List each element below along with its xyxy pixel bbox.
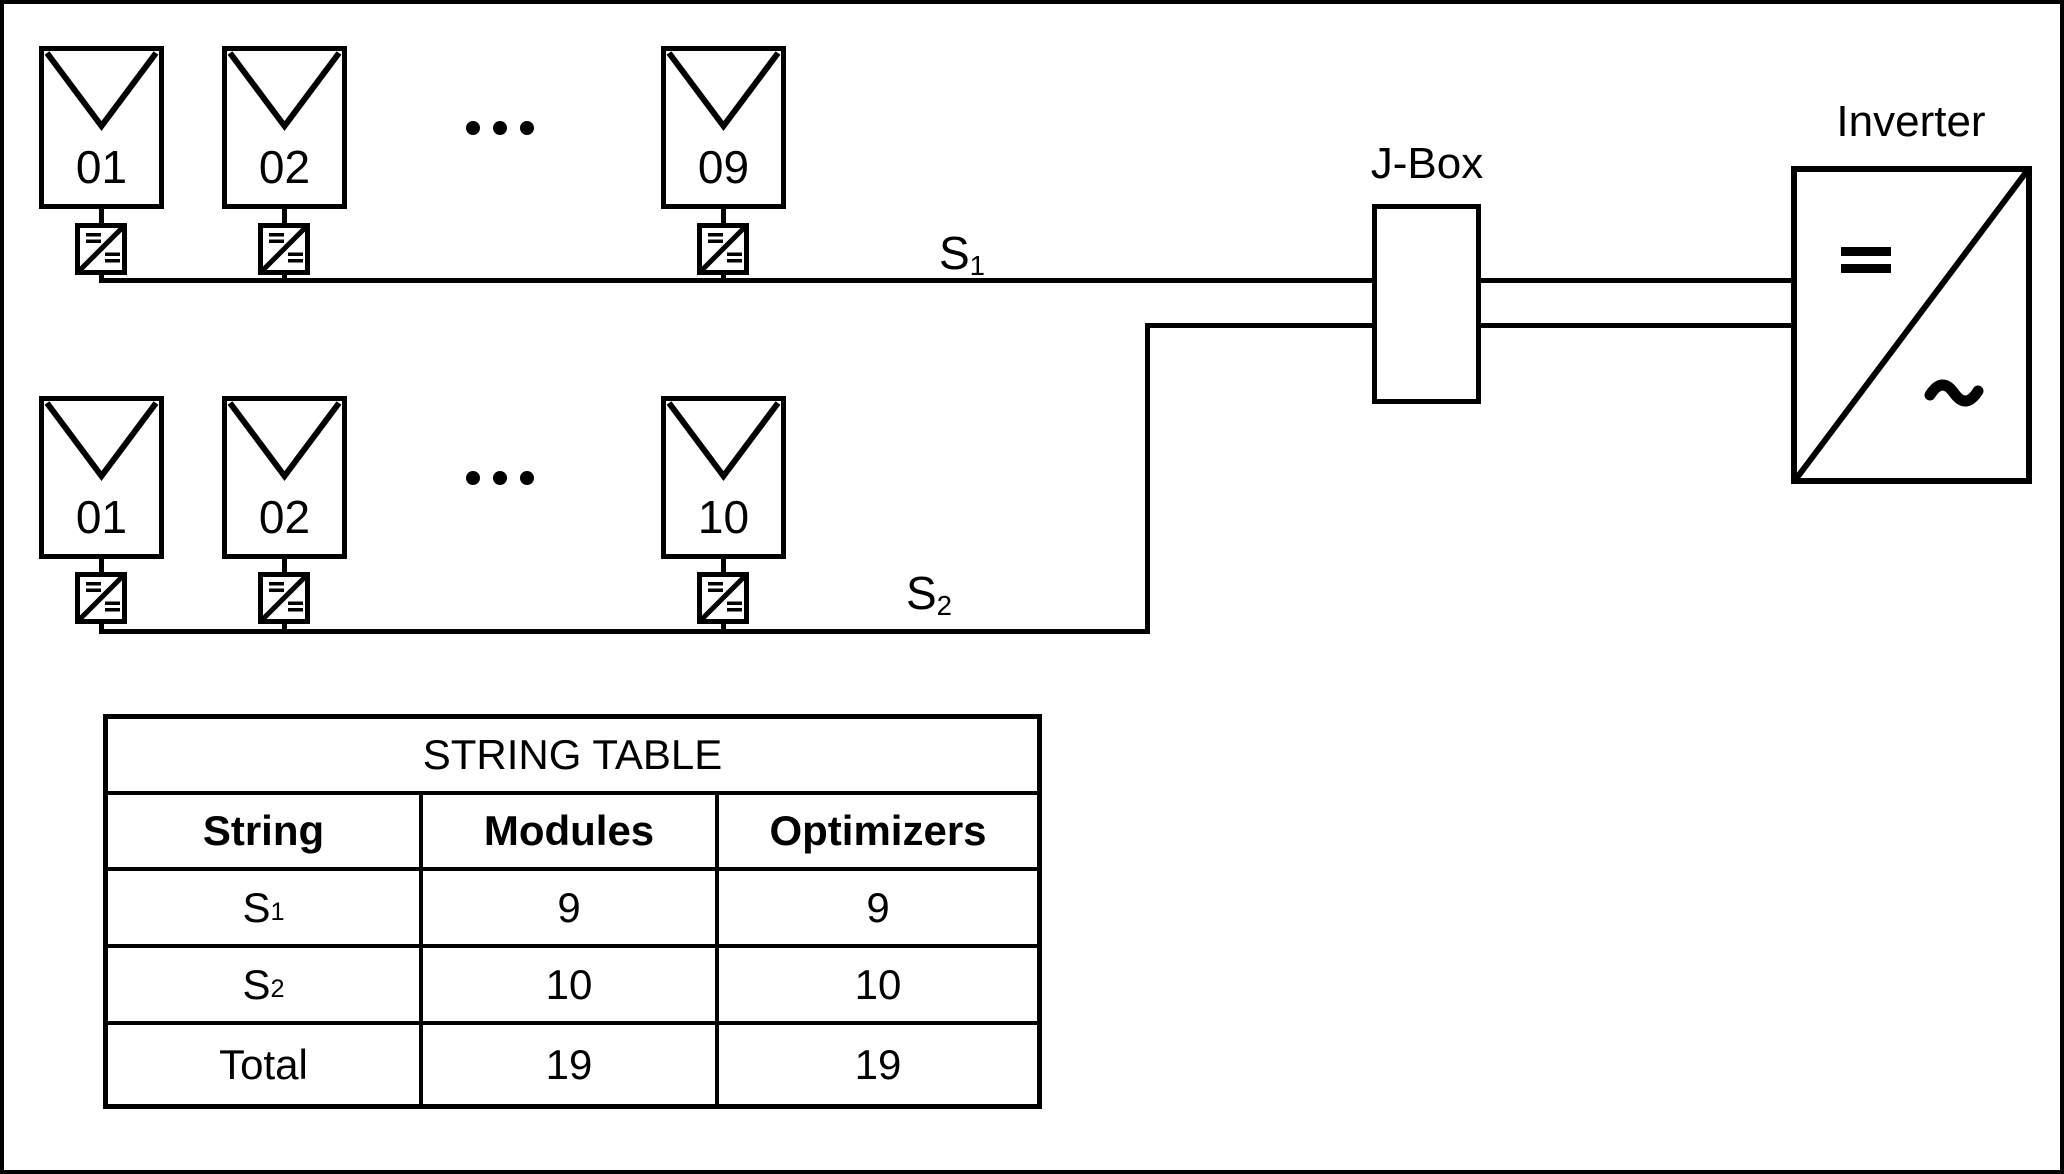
cell-modules-count: 10 (423, 948, 719, 1021)
module-label: 02 (258, 491, 311, 543)
wire-module-to-optimizer (282, 204, 287, 223)
module-label: 09 (697, 141, 750, 193)
table-row-total: Total 19 19 (108, 1025, 1037, 1104)
module-label: 02 (258, 141, 311, 193)
optimizer-icon (697, 572, 749, 624)
optimizer-icon (75, 572, 127, 624)
pv-panel-chevron-icon (666, 51, 781, 131)
string-table-title: STRING TABLE (422, 731, 723, 778)
wire-string2-bus (99, 629, 1150, 634)
string-label-s1: S1 (938, 227, 986, 282)
pv-module: 01 (39, 46, 164, 209)
cell-optimizers-count: 10 (854, 960, 902, 1008)
column-header-modules: Modules (423, 795, 719, 867)
string-label-s2: S2 (905, 567, 953, 622)
cell-string-name: Total (108, 1025, 423, 1104)
pv-panel-chevron-icon (44, 401, 159, 481)
wire-module-to-optimizer (99, 204, 104, 223)
optimizer-icon (258, 223, 310, 275)
pv-panel-chevron-icon (227, 51, 342, 131)
wire-jbox-to-inverter-1 (1481, 278, 1791, 283)
optimizer-icon (697, 223, 749, 275)
pv-panel-chevron-icon (666, 401, 781, 481)
cell-modules-count: 19 (423, 1025, 719, 1104)
wire-string2-riser (1145, 323, 1150, 634)
ellipsis-dots-icon (466, 121, 534, 135)
cell-modules-count: 9 (423, 871, 719, 944)
jbox-label: J-Box (1370, 139, 1484, 188)
inverter-label: Inverter (1836, 97, 1986, 146)
inverter-dc-ac-icon (1791, 166, 2032, 484)
optimizer-icon (75, 223, 127, 275)
module-label: 10 (697, 491, 750, 543)
string-table: STRING TABLE String Modules Optimizers S… (103, 714, 1042, 1109)
cell-optimizers-count: 9 (866, 883, 890, 931)
ellipsis-dots-icon (466, 471, 534, 485)
optimizer-icon (258, 572, 310, 624)
cell-optimizers-count: 19 (854, 1040, 902, 1088)
wire-string1-bus (99, 278, 1372, 283)
pv-module: 02 (222, 46, 347, 209)
pv-module: 10 (661, 396, 786, 559)
pv-panel-chevron-icon (44, 51, 159, 131)
wire-jbox-to-inverter-2 (1481, 323, 1791, 328)
wire-module-to-optimizer (99, 554, 104, 572)
pv-module: 01 (39, 396, 164, 559)
wire-module-to-optimizer (282, 554, 287, 572)
pv-module: 09 (661, 46, 786, 209)
column-header-string: String (108, 795, 423, 867)
column-header-optimizers: Optimizers (769, 807, 987, 854)
string-table-title-row: STRING TABLE (108, 719, 1037, 795)
wire-string2-to-jbox (1145, 323, 1372, 328)
wire-module-to-optimizer (721, 554, 726, 572)
pv-panel-chevron-icon (227, 401, 342, 481)
wire-module-to-optimizer (721, 204, 726, 223)
module-label: 01 (75, 491, 128, 543)
string-table-header-row: String Modules Optimizers (108, 795, 1037, 871)
pv-module: 02 (222, 396, 347, 559)
junction-box (1372, 204, 1481, 404)
module-label: 01 (75, 141, 128, 193)
